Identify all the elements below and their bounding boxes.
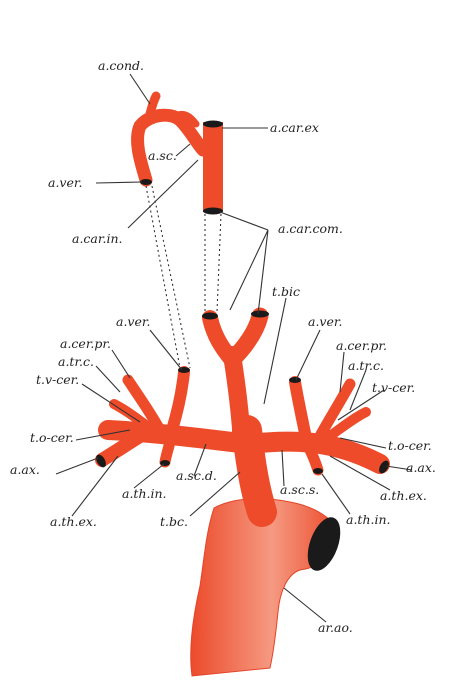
- aortic-arch: [191, 430, 347, 676]
- left-carotid-opening: [202, 313, 218, 320]
- external-carotid-top-opening: [203, 121, 223, 128]
- label-t-bc: t.bc.: [160, 514, 188, 529]
- label-a-ver-top: a.ver.: [48, 175, 82, 190]
- dotted-line-2: [152, 186, 190, 368]
- label-a-car-ex: a.car.ex: [270, 120, 319, 135]
- label-ar-ao: ar.ao.: [318, 620, 353, 635]
- label-t-bic: t.bic: [272, 284, 300, 299]
- condylar-branch: [150, 96, 156, 114]
- dotted-line-4: [217, 214, 221, 312]
- right-th-in-opening: [313, 468, 323, 474]
- dotted-line-1: [146, 186, 180, 368]
- left-th-in-branch: [165, 442, 170, 462]
- label-t-v-cer-left: t.v-cer.: [36, 372, 79, 387]
- label-a-cer-pr-right: a.cer.pr.: [336, 338, 387, 353]
- external-carotid-bottom-opening: [203, 208, 223, 215]
- label-a-car-com: a.car.com.: [278, 221, 343, 236]
- label-a-ax-right: a.ax.: [406, 460, 436, 475]
- right-th-in-branch: [310, 450, 318, 470]
- label-a-cond: a.cond.: [98, 58, 144, 73]
- label-a-car-in: a.car.in.: [72, 231, 122, 246]
- label-a-sc-s: a.sc.s.: [280, 482, 319, 497]
- label-a-tr-c-left: a.tr.c.: [58, 354, 94, 369]
- left-th-in-opening: [160, 460, 170, 466]
- label-a-sc-top: a.sc.: [148, 148, 177, 163]
- right-carotid-stump: [232, 316, 260, 360]
- brachiocephalic-tree: [94, 311, 391, 476]
- right-carotid-opening: [251, 311, 269, 318]
- right-vertebral-opening: [289, 377, 301, 383]
- label-t-v-cer-right: t.v-cer.: [372, 380, 415, 395]
- right-vertebral-branch: [295, 382, 306, 438]
- label-a-th-in-right: a.th.in.: [346, 512, 391, 527]
- label-a-th-ex-right: a.th.ex.: [380, 488, 427, 503]
- label-t-o-cer-right: t.o-cer.: [388, 438, 432, 453]
- external-carotid: [203, 122, 223, 212]
- label-a-sc-d: a.sc.d.: [176, 468, 217, 483]
- label-t-o-cer-left: t.o-cer.: [30, 430, 74, 445]
- left-vertebral-branch: [172, 372, 184, 430]
- label-a-tr-c-right: a.tr.c.: [348, 358, 384, 373]
- label-a-th-ex-left: a.th.ex.: [50, 514, 97, 529]
- label-a-ax-left: a.ax.: [10, 462, 40, 477]
- label-a-cer-pr-left: a.cer.pr.: [60, 336, 111, 351]
- label-a-ver-left: a.ver.: [116, 314, 150, 329]
- label-a-ver-right: a.ver.: [308, 314, 342, 329]
- label-a-th-in-left: a.th.in.: [122, 486, 167, 501]
